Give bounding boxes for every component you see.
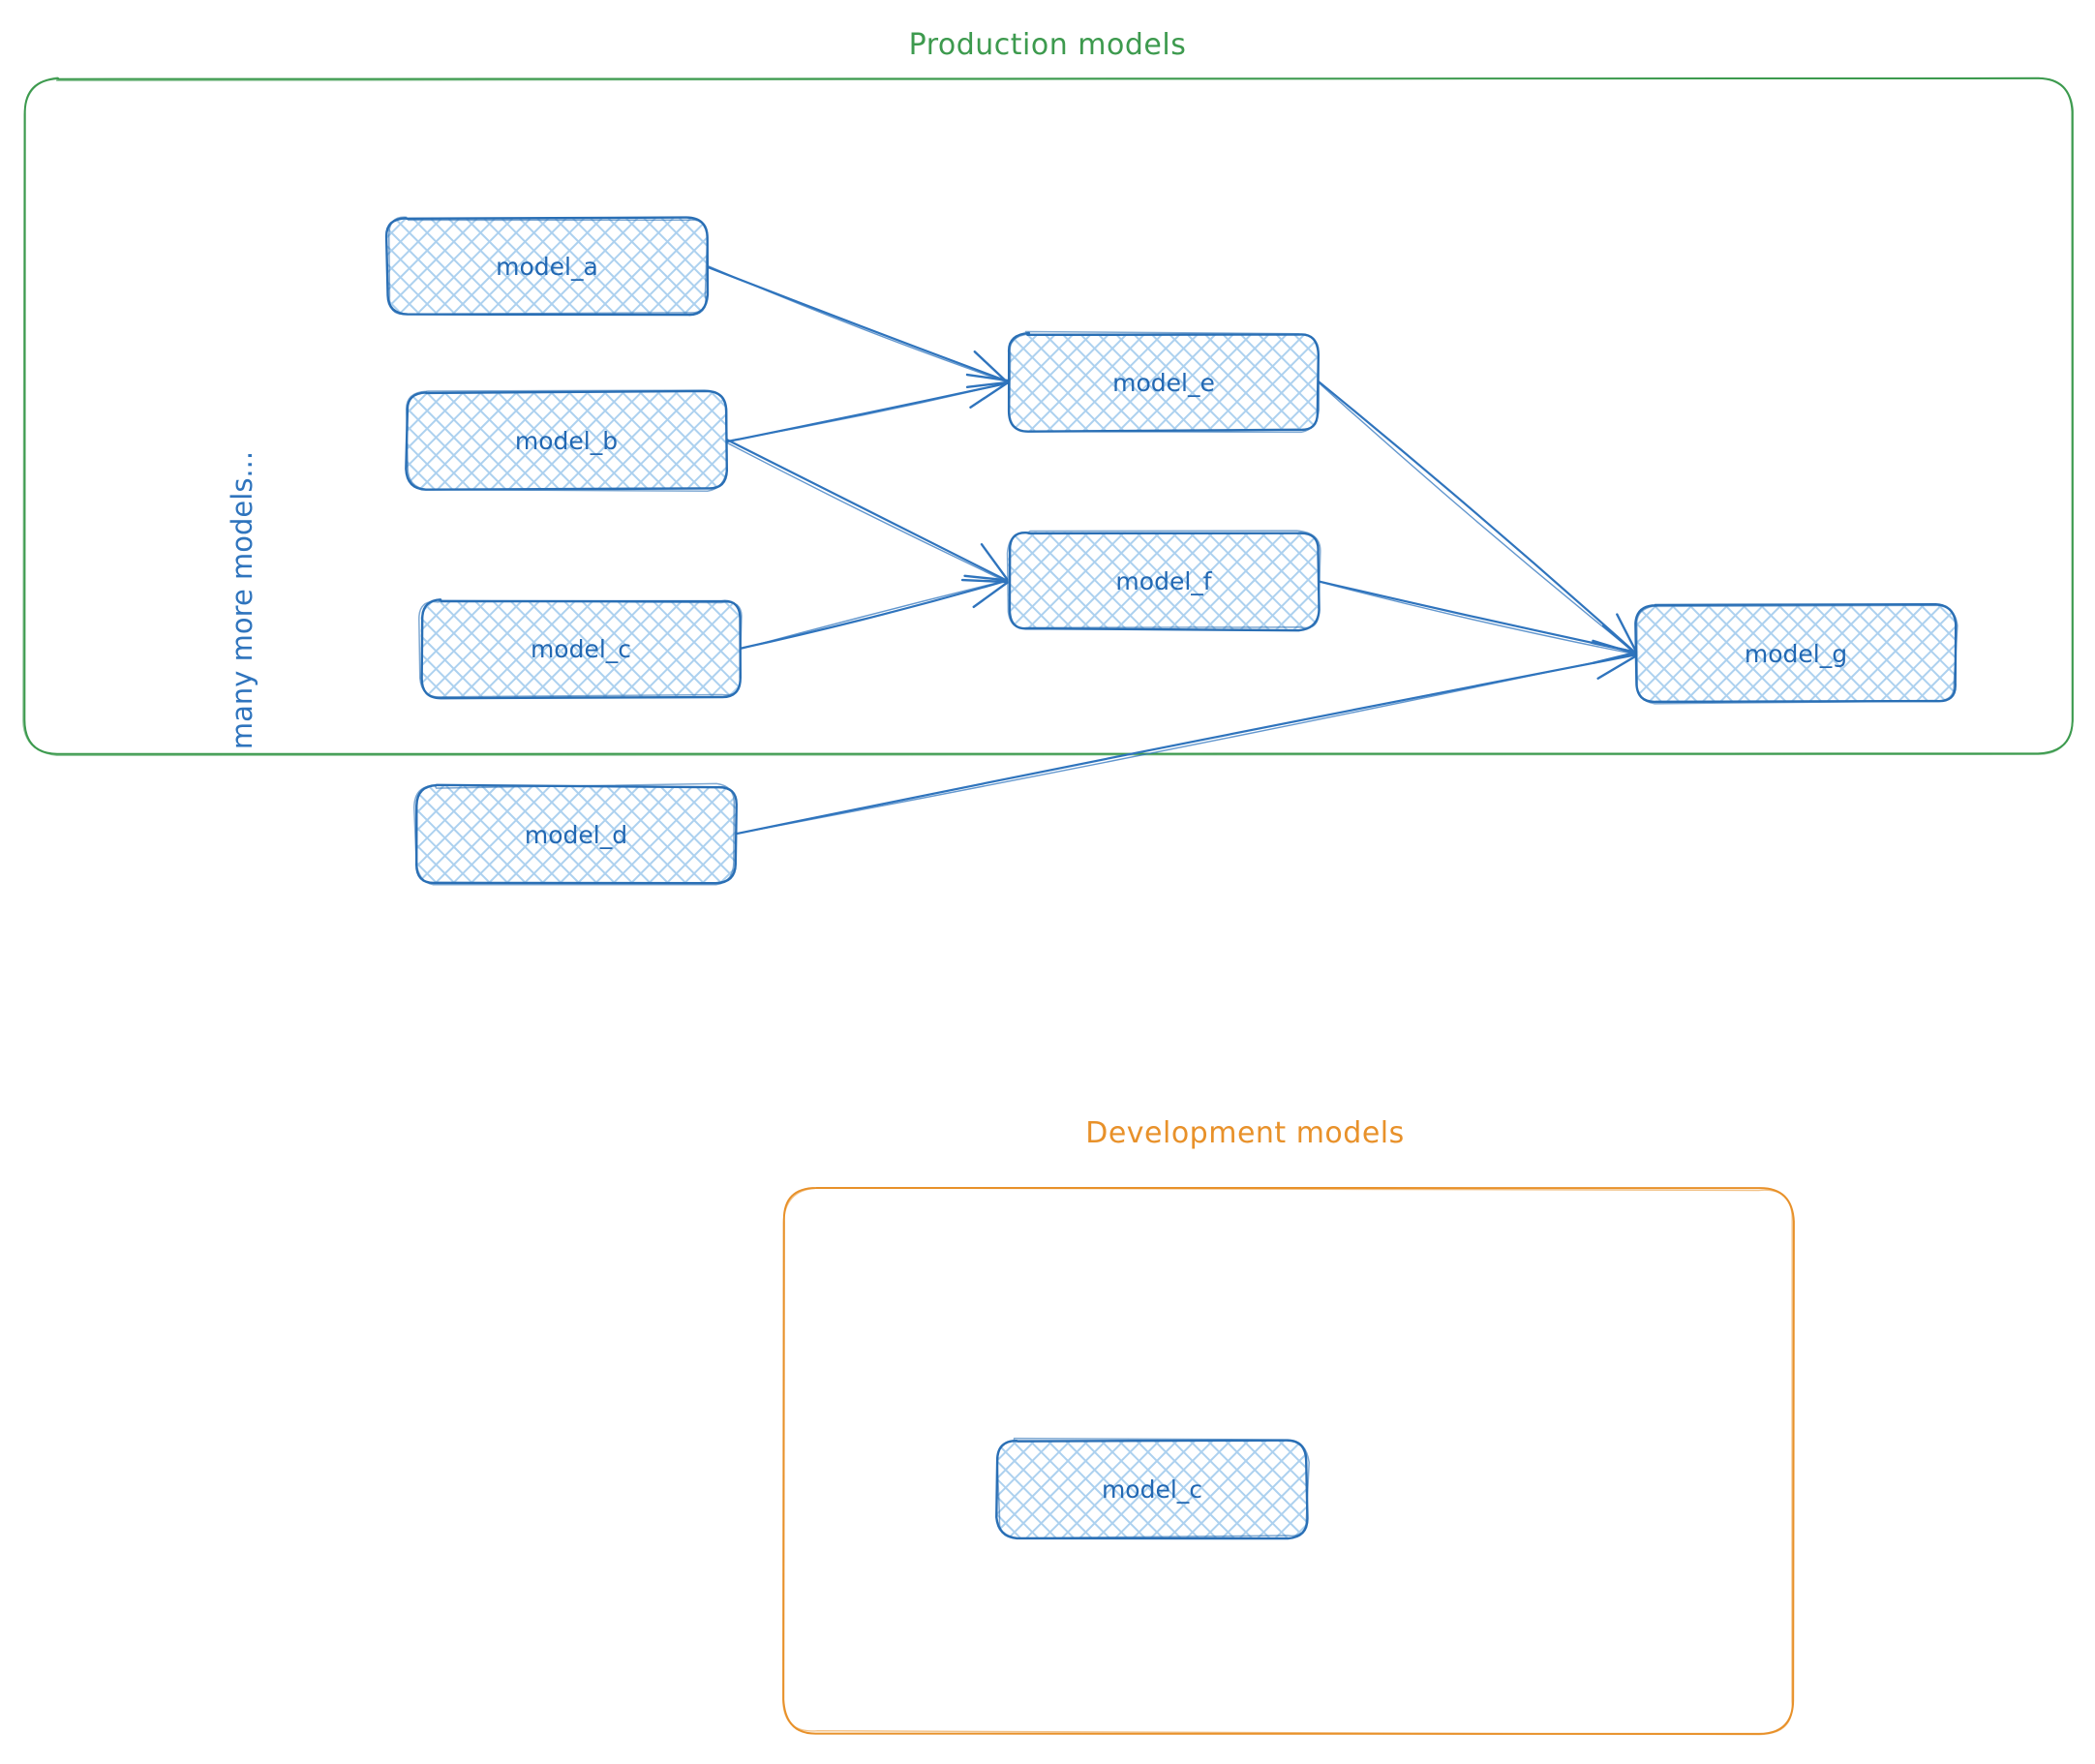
node-label: model_c <box>1102 1475 1202 1504</box>
edge-arrowhead <box>980 543 1010 582</box>
edge-shaft <box>735 653 1636 835</box>
node-border <box>415 783 738 885</box>
node-model_a[interactable]: model_a <box>384 216 710 317</box>
edge-shaft <box>738 579 1010 651</box>
edge-arrowhead <box>969 380 1011 409</box>
edge-shaft <box>738 578 1012 651</box>
edge-b-e <box>724 373 1012 443</box>
edge-arrowhead <box>1592 639 1638 655</box>
edge-arrowhead <box>965 380 1011 389</box>
edge-arrowhead <box>963 574 1011 582</box>
edge-shaft <box>1317 380 1638 655</box>
node-border <box>413 782 736 886</box>
notes-layer: many more models... <box>226 451 258 749</box>
edge-shaft <box>1317 380 1638 655</box>
edge-arrowhead <box>1601 624 1636 654</box>
group-development-models <box>782 1186 1795 1736</box>
node-border <box>420 598 742 700</box>
node-model_b[interactable]: model_b <box>405 389 729 492</box>
node-label: model_f <box>1115 567 1212 595</box>
node-border <box>418 599 743 698</box>
edge-e-g <box>1317 380 1639 655</box>
edge-shaft <box>1317 580 1636 655</box>
node-label: model_b <box>515 427 618 455</box>
edge-arrowhead <box>973 350 1010 385</box>
node-model_d[interactable]: model_d <box>413 782 738 886</box>
nodes-layer: model_a model_b model_c model_d model_emodel… <box>384 216 1958 1540</box>
edge-shaft <box>1318 580 1639 654</box>
edge-shaft <box>725 381 1010 442</box>
node-label: model_c <box>531 635 631 663</box>
node-label: model_e <box>1112 369 1215 397</box>
node-label: model_a <box>496 253 598 281</box>
node-fill <box>415 785 736 883</box>
node-border <box>406 389 728 492</box>
node-border <box>1008 330 1321 434</box>
node-fill <box>1008 532 1319 630</box>
node-border <box>388 216 709 316</box>
node-label: model_d <box>525 821 627 849</box>
node-border <box>1008 532 1321 632</box>
node-fill <box>406 391 727 490</box>
node-border <box>1635 604 1958 705</box>
node-label: model_g <box>1745 640 1847 668</box>
edge-shaft <box>704 263 1009 383</box>
node-model_g[interactable]: model_g <box>1634 602 1958 705</box>
edge-arrowhead <box>965 373 1012 382</box>
node-fill <box>1008 333 1319 431</box>
edge-f-g <box>1317 580 1639 665</box>
node-fill <box>420 600 742 698</box>
edge-c-f <box>738 574 1012 651</box>
node-model_f[interactable]: model_f <box>1006 530 1321 632</box>
edge-a-e <box>704 263 1011 389</box>
edge-arrowhead <box>1596 654 1639 680</box>
group-production-models <box>22 76 2075 757</box>
note-many-more: many more models... <box>226 451 258 749</box>
group-title-development: Development models <box>1085 1116 1405 1150</box>
node-border <box>1006 530 1321 629</box>
group-title-production: Production models <box>909 28 1187 62</box>
edge-shaft <box>725 438 1011 583</box>
group-border <box>22 76 2075 757</box>
node-fill <box>1635 604 1957 703</box>
node-fill <box>997 1440 1308 1538</box>
edge-d-g <box>735 639 1639 836</box>
edge-shaft <box>735 654 1638 836</box>
node-fill <box>386 218 708 316</box>
edge-b-f <box>723 438 1011 584</box>
edges-layer <box>704 263 1639 836</box>
node-border <box>996 1437 1310 1539</box>
edge-shaft <box>723 441 1009 584</box>
edge-arrowhead <box>972 579 1012 609</box>
node-model_e[interactable]: model_e <box>1007 330 1321 434</box>
node-model_c[interactable]: model_c <box>418 598 743 700</box>
edge-arrowhead <box>1616 613 1639 655</box>
group-border <box>782 1187 1793 1736</box>
node-dev_model_c[interactable]: model_c <box>995 1437 1310 1540</box>
